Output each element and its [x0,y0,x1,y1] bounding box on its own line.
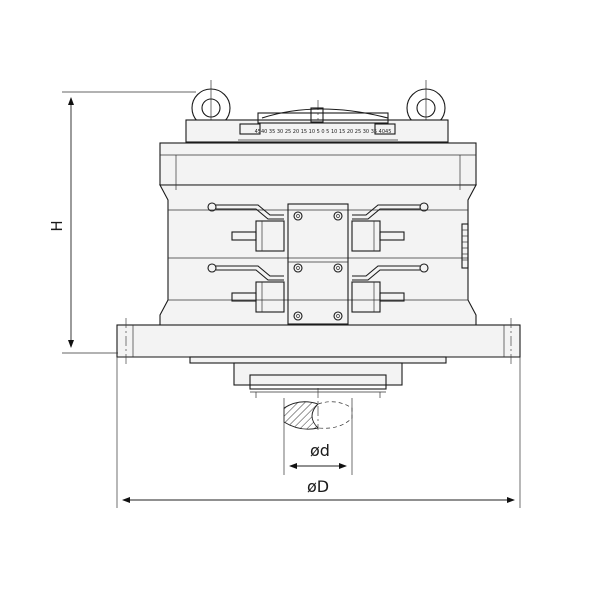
top-cover: 4540 35 30 25 20 15 10 5 0 5 10 15 20 25… [185,107,449,143]
center-clamp-plate [287,203,349,325]
scale-label: 4540 35 30 25 20 15 10 5 0 5 10 15 20 25… [255,129,392,135]
outer-diameter-label: øD [307,477,329,496]
output-shaft-section [283,401,353,430]
side-indicator-strip [461,223,469,269]
output-hub [189,356,447,398]
main-housing [159,142,477,326]
shaft-diameter-label: ød [310,441,330,460]
right-clamp-arms [351,202,429,313]
outer-diameter-dimension [116,357,521,508]
shaft-diameter-dimension [283,398,353,475]
mounting-flange [116,318,521,364]
left-clamp-arms [207,202,285,313]
height-label: H [48,220,66,231]
height-dimension [62,91,196,354]
